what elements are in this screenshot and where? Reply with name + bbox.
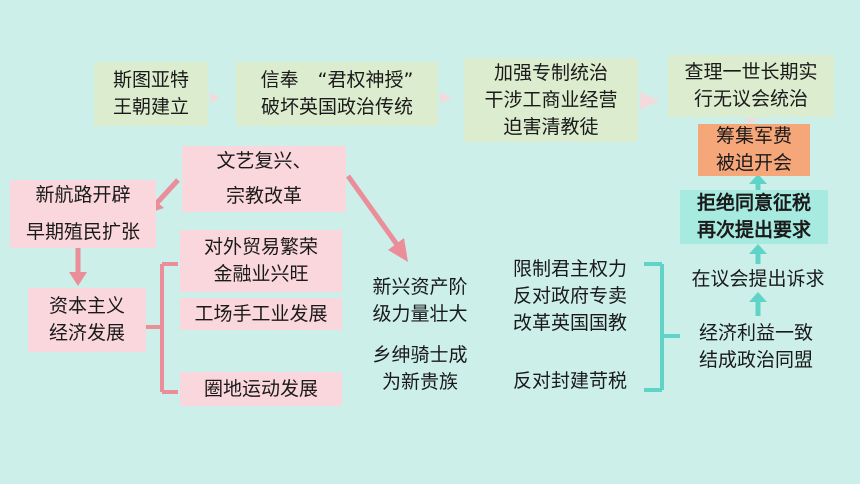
trade-line-2: 金融业兴旺 (213, 263, 309, 285)
renaissance-line-2: 宗教改革 (225, 185, 302, 207)
autocracy-line-2: 干涉工商业经营 (484, 88, 618, 111)
charles-box: 查理一世长期实 行无议会统治 (668, 55, 834, 117)
parliament-line-2: 被迫开会 (715, 152, 792, 174)
arrow-renaissance-to-routes (154, 178, 180, 206)
new-routes-line-1: 新航路开辟 (35, 184, 131, 206)
stuart-dynasty-box: 斯图亚特 王朝建立 (94, 62, 208, 126)
bourgeoisie-line-2: 级力量壮大 (372, 303, 468, 325)
demands-group-2: 反对封建苛税 (512, 370, 627, 392)
alliance-text: 经济利益一致 结成政治同盟 (684, 320, 828, 374)
capitalism-line-2: 经济发展 (48, 322, 125, 344)
capitalism-box: 资本主义 经济发展 (28, 288, 146, 352)
arrow-renaissance-to-bourgeoisie (345, 174, 401, 248)
bourgeoisie-text: 新兴资产阶 级力量壮大 (362, 274, 478, 328)
arrow-refuse-to-parliament-head (749, 174, 767, 184)
divine-right-box: 信奉 “君权神授” 破坏英国政治传统 (236, 62, 438, 126)
stuart-line-2: 王朝建立 (112, 96, 189, 118)
autocracy-box: 加强专制统治 干涉工商业经营 迫害清教徒 (464, 58, 638, 142)
parliament-box: 筹集军费 被迫开会 (698, 124, 810, 176)
charles-line-1: 查理一世长期实 (684, 61, 818, 83)
parliament-line-1: 筹集军费 (715, 125, 792, 147)
alliance-line-1: 经济利益一致 (698, 322, 813, 344)
demands-group-1: 限制君主权力 反对政府专卖 改革英国国教 (498, 256, 642, 337)
stuart-line-1: 斯图亚特 (112, 69, 189, 91)
renaissance-box: 文艺复兴、 宗教改革 (182, 146, 346, 212)
demand-line-3: 改革英国国教 (512, 312, 627, 334)
alliance-line-2: 结成政治同盟 (698, 349, 813, 371)
divine-right-line-2: 破坏英国政治传统 (260, 96, 413, 118)
capitalism-line-1: 资本主义 (48, 295, 125, 317)
refuse-tax-box: 拒绝同意征税 再次提出要求 (680, 190, 828, 244)
renaissance-line-1: 文艺复兴、 (216, 150, 312, 172)
arrow-autocracy-to-charles (640, 92, 660, 110)
divine-right-line-1: 信奉 “君权神授” (260, 69, 414, 91)
enclosure-box: 圈地运动发展 (180, 372, 342, 406)
arrow-appeal-to-refuse-head (749, 244, 767, 254)
demand-line-1: 限制君主权力 (512, 258, 627, 280)
autocracy-line-1: 加强专制统治 (493, 61, 608, 84)
trade-box: 对外贸易繁荣 金融业兴旺 (180, 230, 342, 292)
refuse-line-2: 再次提出要求 (696, 219, 811, 241)
enclosure-label: 圈地运动发展 (203, 377, 318, 400)
arrow-alliance-to-appeal-head (749, 292, 767, 302)
new-routes-box: 新航路开辟 早期殖民扩张 (10, 180, 156, 248)
trade-line-1: 对外贸易繁荣 (203, 236, 318, 258)
arrow-renaissance-to-bourgeoisie-head (388, 238, 408, 262)
manufacture-label: 工场手工业发展 (194, 302, 328, 325)
autocracy-line-3: 迫害清教徒 (503, 115, 599, 138)
demand-line-2: 反对政府专卖 (512, 285, 627, 307)
gentry-text: 乡绅骑士成 为新贵族 (362, 342, 478, 396)
arrow-charles-to-parliament (744, 118, 758, 124)
refuse-line-1: 拒绝同意征税 (696, 192, 811, 214)
charles-line-2: 行无议会统治 (693, 88, 808, 110)
arrow-divine-to-autocracy (440, 92, 452, 104)
new-routes-line-2: 早期殖民扩张 (25, 221, 140, 243)
bourgeoisie-line-1: 新兴资产阶 (372, 276, 468, 298)
gentry-line-2: 为新贵族 (381, 371, 458, 393)
appeal-text: 在议会提出诉求 (691, 268, 825, 290)
manufacture-box: 工场手工业发展 (180, 298, 342, 330)
gentry-line-1: 乡绅骑士成 (372, 344, 468, 366)
arrow-stuart-to-divine (210, 92, 220, 104)
arrow-routes-to-capitalism-head (69, 272, 87, 286)
